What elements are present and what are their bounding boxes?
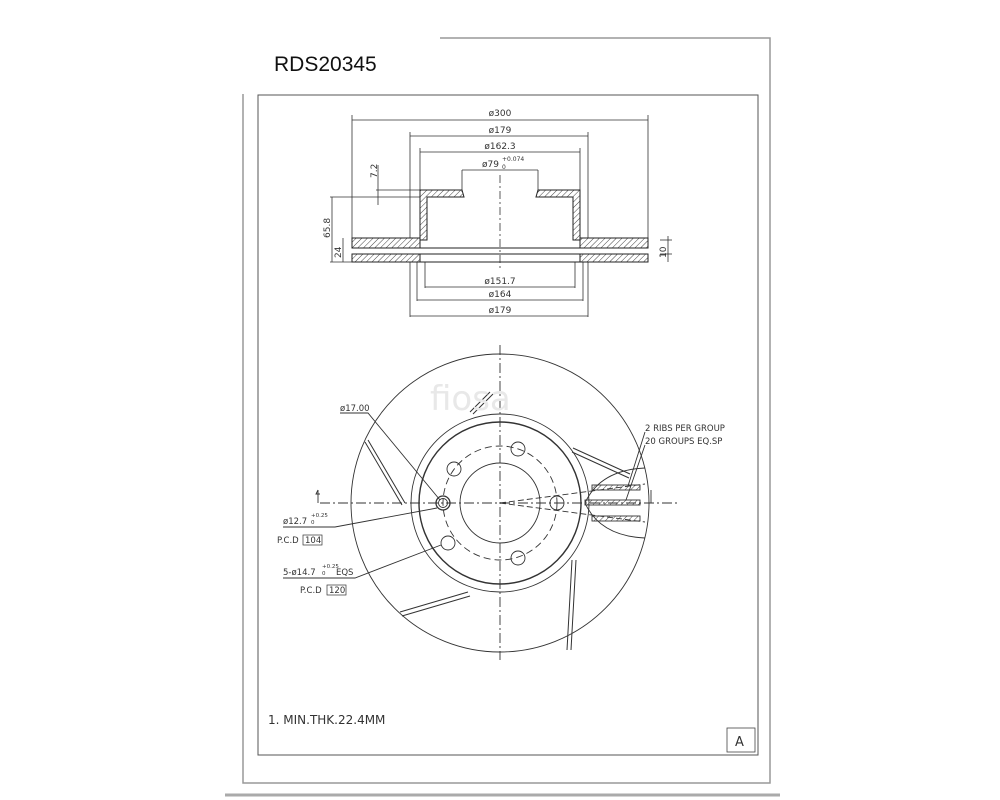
label-bolt-tol-upper: +0.25 — [322, 564, 339, 570]
dim-inner-3: ø179 — [489, 306, 512, 316]
label-hole-diameter: ø17.00 — [340, 404, 370, 414]
label-locator-hole: ø12.7 — [283, 517, 307, 527]
label-bolt-tol-lower: 0 — [322, 571, 326, 577]
label-bolt-holes: 5-ø14.7 — [283, 568, 316, 578]
note-min-thickness: 1. MIN.THK.22.4MM — [268, 713, 385, 727]
dim-outer-diameter: ø300 — [489, 109, 512, 119]
watermark-logo: fiosa — [430, 379, 511, 419]
value-pcd-2: 120 — [329, 586, 345, 596]
dim-bore-tol-lower: 0 — [502, 164, 506, 171]
label-locator-tol-lower: 0 — [311, 520, 315, 526]
disc-section — [351, 189, 649, 263]
dim-height: 65.8 — [323, 218, 333, 238]
dim-bore-diameter: ø79 — [482, 160, 499, 170]
part-number-title: RDS20345 — [240, 36, 440, 94]
dim-bore-tol-upper: +0.074 — [502, 156, 524, 163]
dim-hat-thickness: 7.2 — [370, 164, 380, 178]
bolt-holes — [435, 441, 565, 566]
slots — [364, 391, 631, 651]
label-bolt-suffix: EQS — [336, 568, 353, 578]
front-view — [283, 345, 680, 660]
label-groups: 20 GROUPS EQ.SP — [645, 437, 722, 447]
dim-disc-thickness: 24 — [334, 246, 344, 258]
drawing-frame — [225, 37, 780, 797]
label-pcd-1: P.C.D — [277, 536, 299, 546]
dim-hat-inner-diameter: ø162.3 — [484, 142, 515, 152]
label-locator-tol-upper: +0.25 — [311, 513, 328, 519]
value-pcd-1: 104 — [305, 536, 321, 546]
dim-inner-2: ø164 — [489, 290, 512, 300]
dim-hat-diameter: ø179 — [489, 126, 512, 136]
dim-vent-gap: 10 — [659, 246, 669, 258]
label-ribs-per-group: 2 RIBS PER GROUP — [645, 424, 725, 434]
sheet-mark: A — [735, 735, 744, 750]
label-pcd-2: P.C.D — [300, 586, 322, 596]
section-view — [330, 115, 672, 317]
dim-inner-1: ø151.7 — [484, 277, 515, 287]
